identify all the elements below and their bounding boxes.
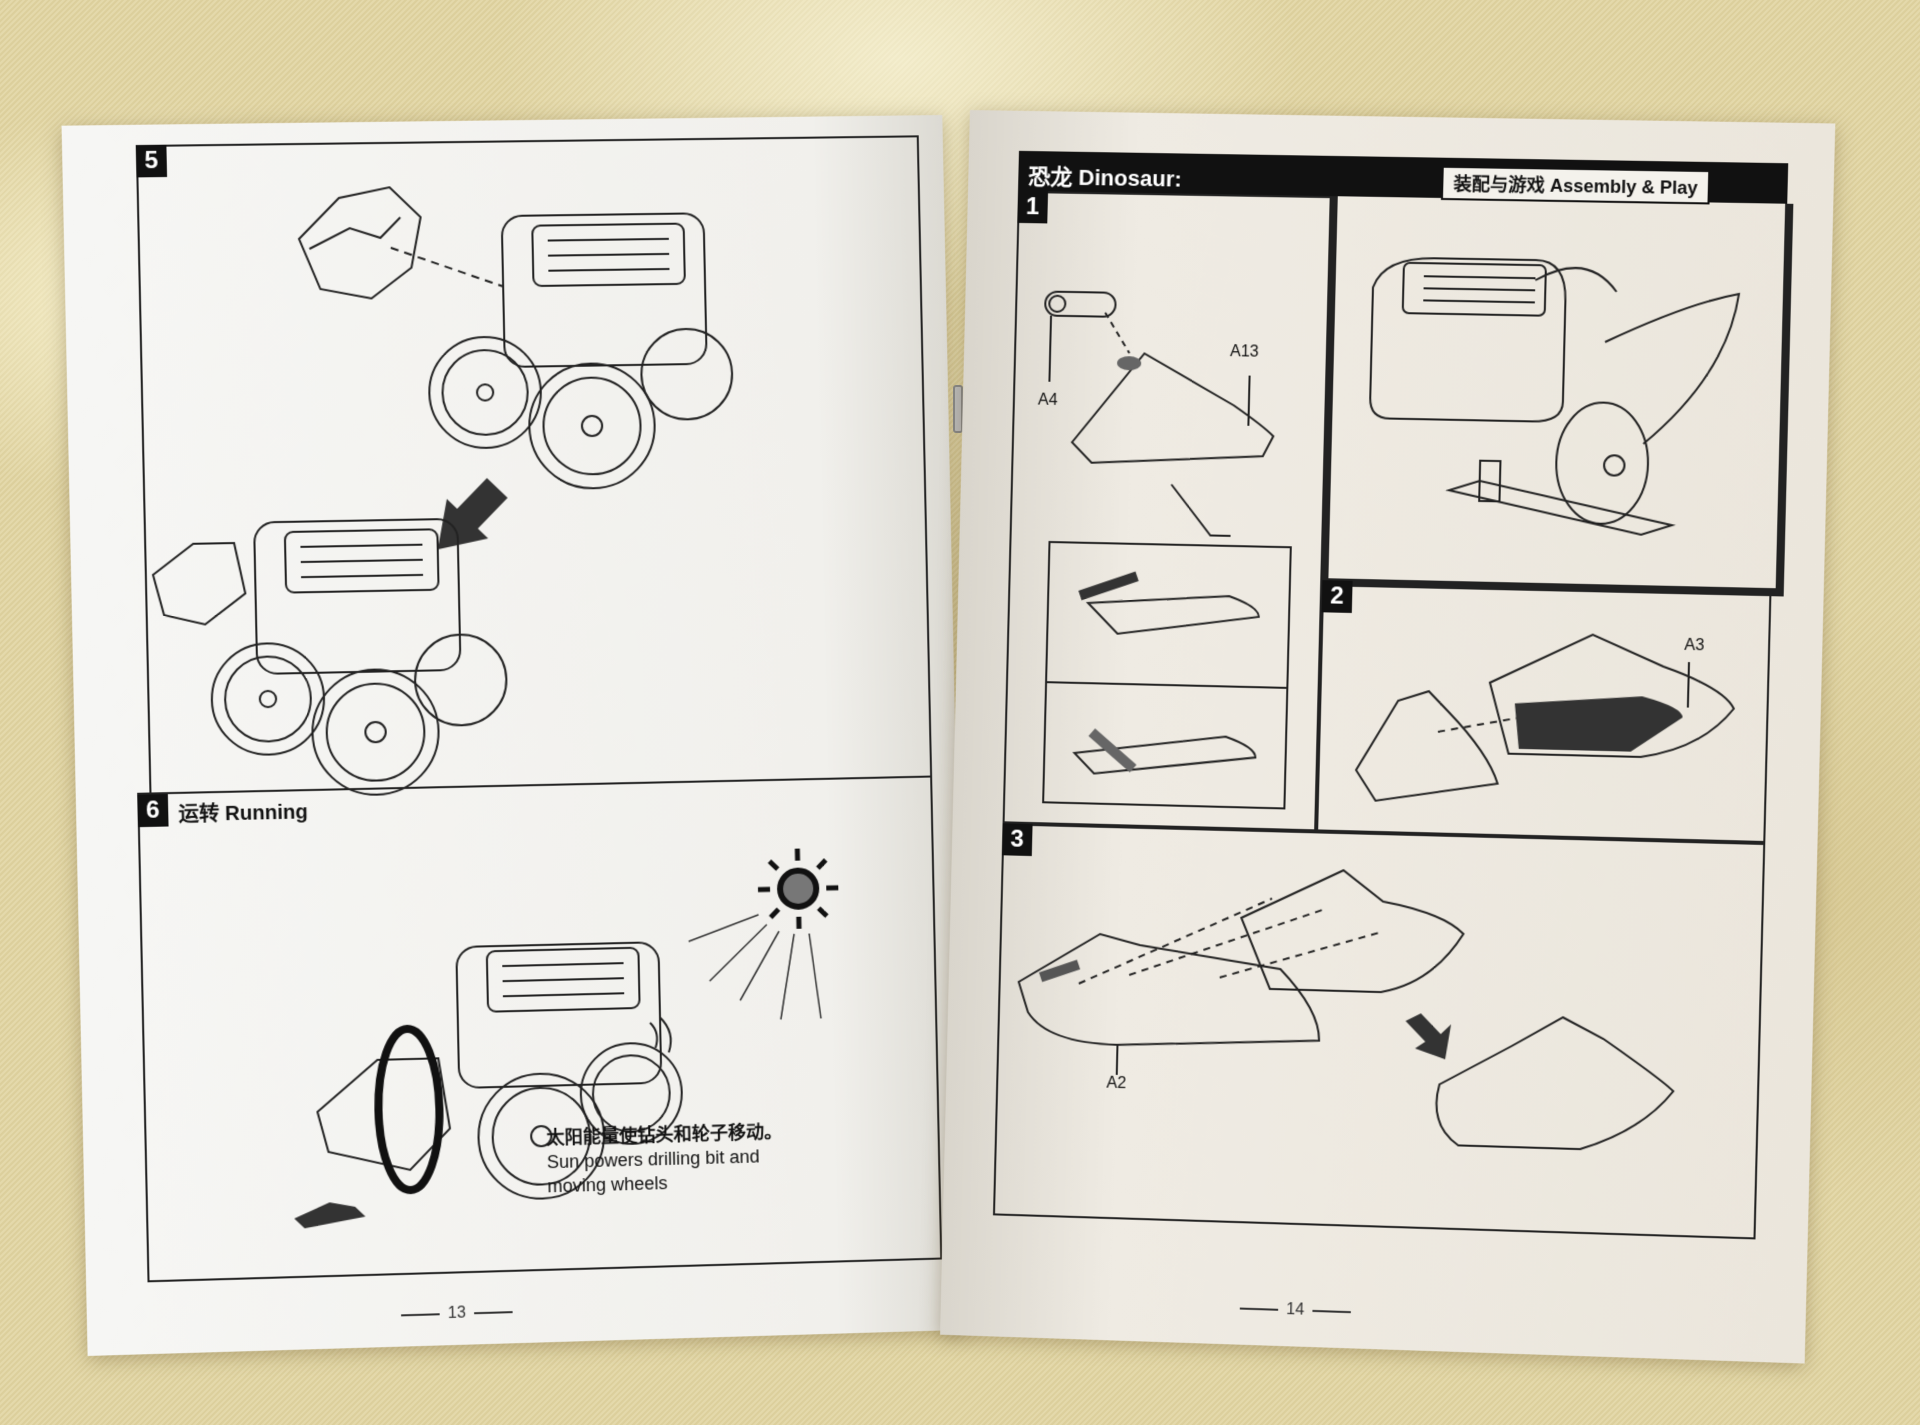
step1-parts-illustration: [1023, 271, 1318, 819]
step2-illustration: [1335, 599, 1757, 831]
step5-number: 5: [135, 144, 168, 178]
left-page: 5 6 运转 Running: [61, 115, 968, 1356]
step6-running-illustration: [293, 817, 896, 1229]
step6-number: 6: [137, 794, 169, 828]
sun-icon: [687, 848, 841, 1022]
step3-illustration: [1013, 832, 1750, 1225]
step5-drill-bit-illustration: [298, 171, 916, 784]
page-number-14: 14: [1232, 1299, 1359, 1321]
step6-title: 运转 Running: [178, 801, 308, 827]
step6-caption: 太阳能量使钻头和轮子移动。 Sun powers drilling bit an…: [546, 1120, 783, 1199]
assembled-dinosaur-illustration: [1346, 227, 1761, 568]
step1-number: 1: [1017, 190, 1049, 224]
dinosaur-title: 恐龙 Dinosaur:: [1028, 164, 1183, 192]
right-page: 恐龙 Dinosaur: 装配与游戏 Assembly & Play 1 A4 …: [940, 110, 1836, 1364]
page-number-13: 13: [393, 1303, 521, 1325]
